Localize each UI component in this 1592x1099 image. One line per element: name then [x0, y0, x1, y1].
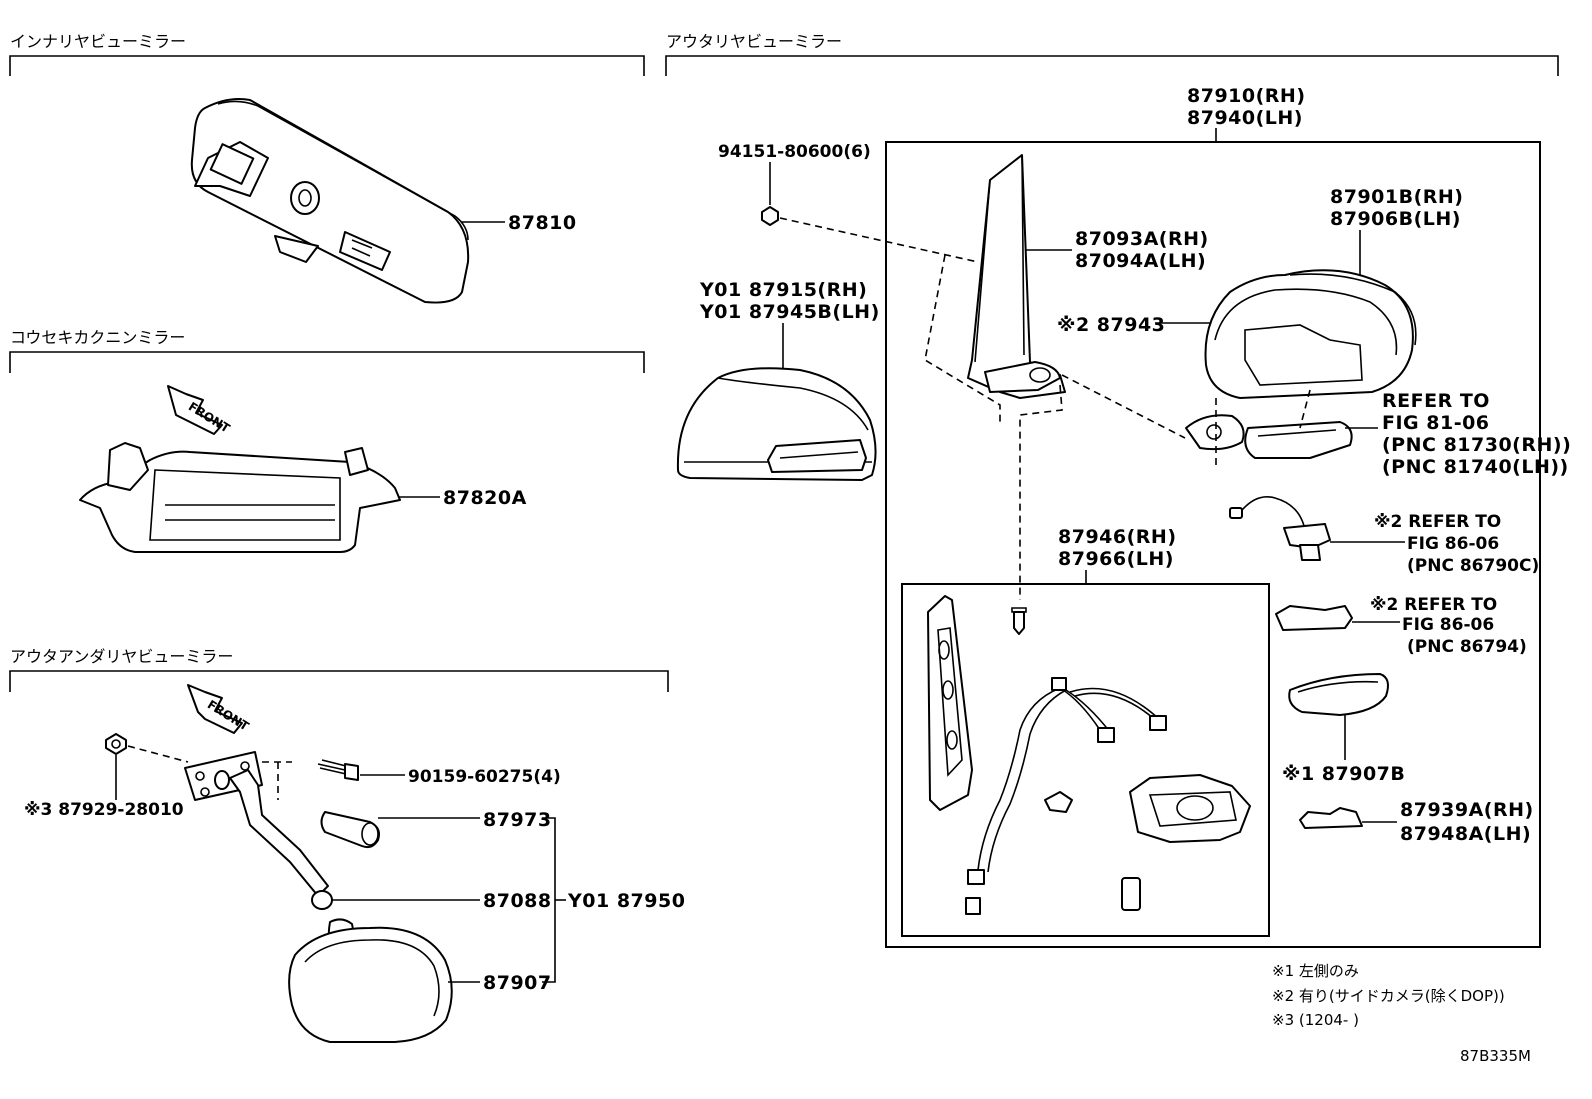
label-87820a: 87820A: [443, 487, 527, 509]
label-87946: 87946(RH): [1058, 526, 1177, 548]
inner-mirror-drawing: 87810: [190, 98, 577, 304]
section-title-kousekikaku: コウセキカクニンミラー: [10, 328, 185, 347]
note-1: ※1 左側のみ: [1272, 962, 1359, 980]
check-mirror-drawing: FRONT 87820A: [79, 385, 527, 553]
label-87093a: 87093A(RH): [1075, 228, 1209, 250]
label-87910: 87910(RH): [1187, 85, 1306, 107]
label-87945b: Y01 87945B(LH): [699, 301, 880, 323]
label-94151: 94151-80600(6): [718, 142, 871, 162]
ref3-line3: (PNC 86794): [1407, 637, 1527, 657]
ref3-line1: ※2 REFER TO: [1370, 595, 1497, 615]
label-87901b: 87901B(RH): [1330, 186, 1463, 208]
figure-code: 87B335M: [1460, 1047, 1531, 1065]
ref2-line1: ※2 REFER TO: [1374, 512, 1501, 532]
outer-under-mirror-drawing: FRONT ※3 87929-28010 90159-60275(4) 8797…: [24, 684, 685, 1043]
note-2: ※2 有り(サイドカメラ(除くDOP)): [1272, 987, 1505, 1005]
section-outer-under-mirror: アウタアンダリヤビューミラー: [9, 647, 669, 692]
label-87915: Y01 87915(RH): [699, 279, 867, 301]
section-inner-mirror: インナリヤビューミラー: [9, 32, 645, 76]
section-title-inner: インナリヤビューミラー: [10, 32, 186, 51]
assembly-frame: [885, 141, 1541, 948]
label-87939a: 87939A(RH): [1400, 799, 1534, 821]
label-87907b: ※1 87907B: [1282, 763, 1405, 785]
ref3-line2: FIG 86-06: [1402, 615, 1494, 635]
label-87929: ※3 87929-28010: [24, 800, 184, 820]
footnotes: ※1 左側のみ ※2 有り(サイドカメラ(除くDOP)) ※3 (1204- )…: [1272, 962, 1531, 1065]
label-87907: 87907: [483, 972, 552, 994]
label-90159: 90159-60275(4): [408, 767, 561, 787]
ref2-line3: (PNC 86790C): [1407, 556, 1539, 576]
section-title-outer: アウタリヤビューミラー: [666, 32, 842, 51]
section-kousekikaku-mirror: コウセキカクニンミラー: [9, 328, 645, 373]
label-87950: Y01 87950: [567, 890, 685, 912]
label-87973: 87973: [483, 809, 552, 831]
label-87810: 87810: [508, 212, 577, 234]
label-87906b: 87906B(LH): [1330, 208, 1461, 230]
label-87094a: 87094A(LH): [1075, 250, 1206, 272]
label-87943: ※2 87943: [1057, 314, 1165, 336]
ref1-line4: (PNC 81740(LH)): [1382, 456, 1569, 478]
label-87948a: 87948A(LH): [1400, 823, 1531, 845]
ref1-line1: REFER TO: [1382, 390, 1490, 412]
ref1-line2: FIG 81-06: [1382, 412, 1490, 434]
section-title-outer-under: アウタアンダリヤビューミラー: [10, 647, 233, 666]
label-87088: 87088: [483, 890, 552, 912]
label-87940: 87940(LH): [1187, 107, 1303, 129]
note-3: ※3 (1204- ): [1272, 1011, 1359, 1029]
ref1-line3: (PNC 81730(RH)): [1382, 434, 1571, 456]
outer-mirror-drawing: 87910(RH) 87940(LH) 94151-80600(6) Y01 8…: [676, 85, 1571, 948]
label-87966: 87966(LH): [1058, 548, 1174, 570]
section-outer-mirror: アウタリヤビューミラー: [665, 32, 1559, 76]
sub-assembly-frame: [901, 583, 1270, 937]
ref2-line2: FIG 86-06: [1407, 534, 1499, 554]
